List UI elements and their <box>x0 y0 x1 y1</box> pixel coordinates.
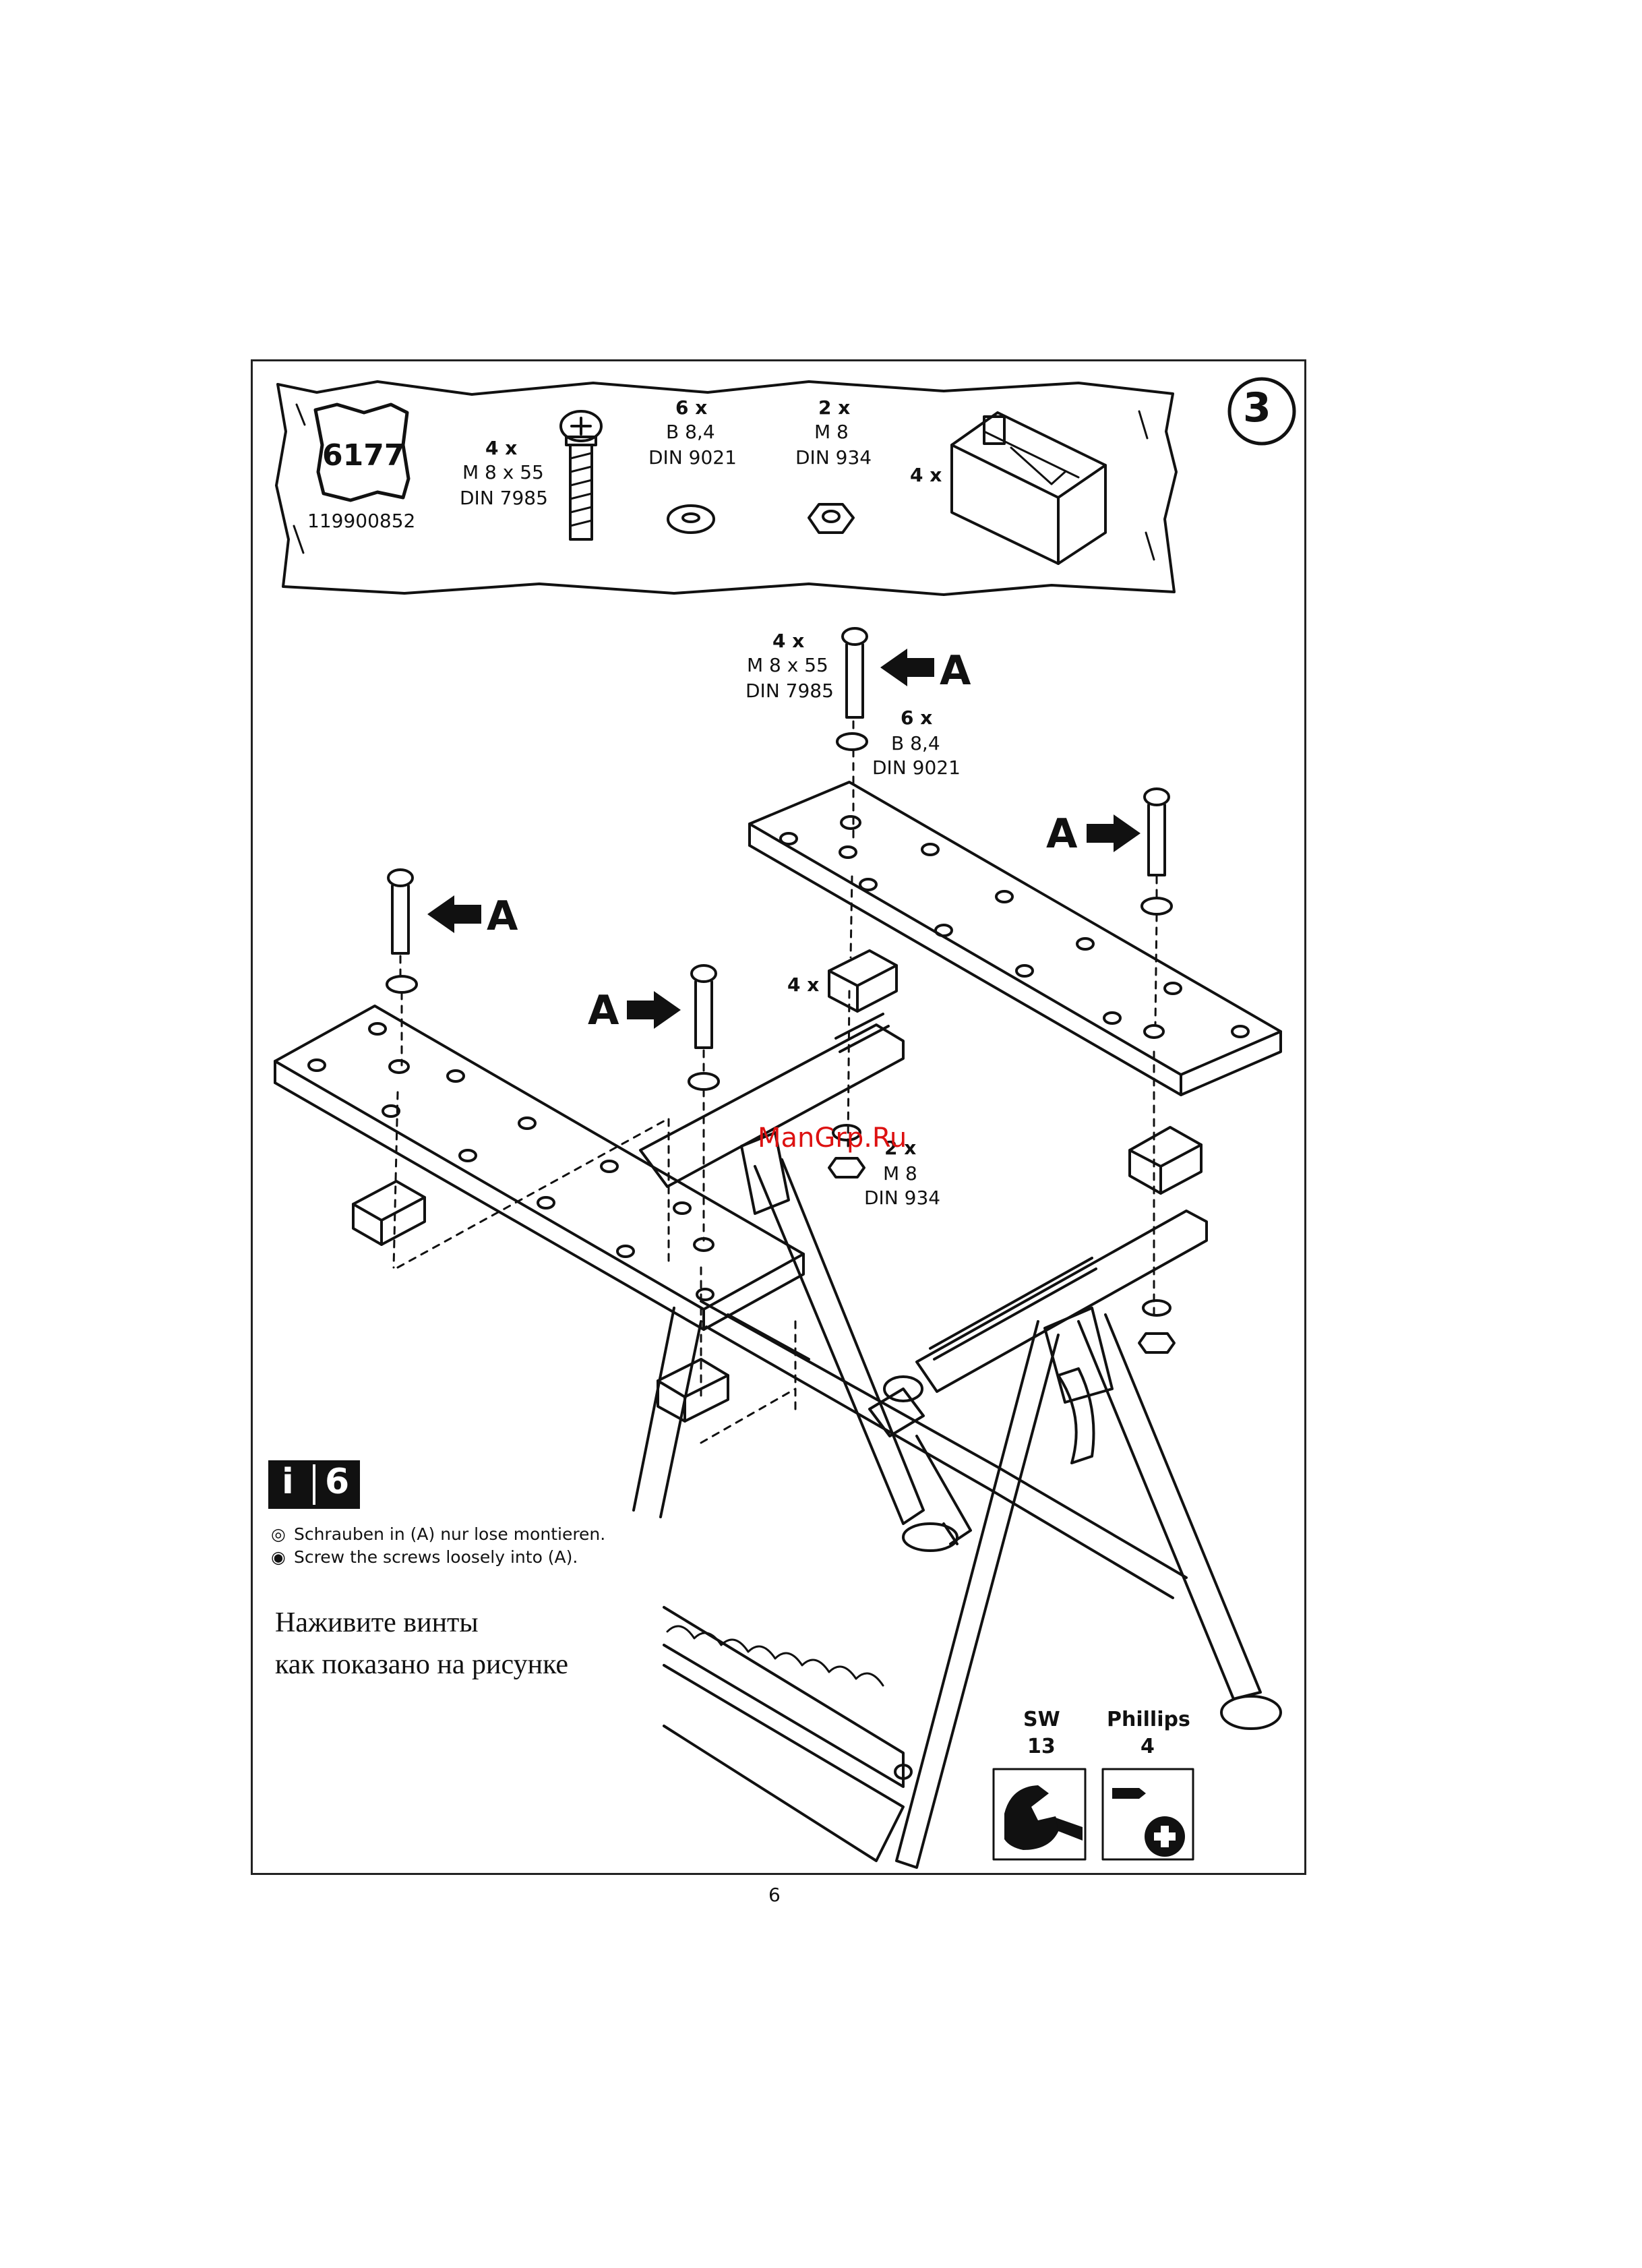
note-en: ◉ Screw the screws loosely into (A). <box>271 1548 578 1567</box>
bench-frame <box>634 1014 1281 1868</box>
top-plank-left <box>275 1006 803 1330</box>
nut-qty: 2 x <box>818 398 850 419</box>
screw-qty: 4 x <box>485 438 512 459</box>
washer-size: B 8,4 <box>666 422 715 443</box>
screw-drawing <box>561 411 601 539</box>
eye-icon: ◎ <box>271 1525 288 1544</box>
arrow-right-icon-1 <box>1087 814 1141 852</box>
diagram-washer-size: B 8,4 <box>891 734 940 754</box>
arrow-label-a-3: A <box>487 894 518 938</box>
screwdriver-label: Phillips <box>1107 1708 1190 1731</box>
screw-left <box>387 870 417 992</box>
arrow-left-icon-2 <box>427 895 481 933</box>
diagram-washer-std: DIN 9021 <box>872 758 961 779</box>
block-qty: 4 x <box>910 465 942 486</box>
screwdriver-size: 4 <box>1141 1735 1155 1758</box>
note-de: ◎ Schrauben in (A) nur lose montieren. <box>271 1525 605 1544</box>
part-bag-code: 119900852 <box>307 511 415 532</box>
bench-vise-detail <box>664 1607 911 1861</box>
arrow-left-icon-1 <box>880 649 934 686</box>
wrench-label: SW <box>1023 1708 1060 1731</box>
washer-std: DIN 9021 <box>648 448 737 469</box>
diagram-screw-qty: 4 x <box>772 631 804 652</box>
diagram-nut-std: DIN 934 <box>864 1188 940 1209</box>
info-badge-i: i <box>282 1463 294 1501</box>
block-small-center <box>829 951 896 1011</box>
diagram-nut-size: M 8 <box>883 1164 917 1185</box>
arrow-label-a-2: A <box>1046 812 1077 856</box>
diagram-screw-std: DIN 7985 <box>746 681 834 702</box>
part-bag-number: 6177 <box>322 440 404 472</box>
block-small-bottom <box>658 1359 728 1421</box>
block-small-right <box>1130 1127 1201 1193</box>
screw-std: DIN 7985 <box>460 488 548 509</box>
washer-drawing <box>668 506 714 533</box>
note-ru-line2: как показано на рисунке <box>275 1649 568 1680</box>
screw-callout-center <box>837 628 867 750</box>
diagram-block-qty: 4 x <box>787 975 819 996</box>
step-number: 3 <box>1243 386 1271 430</box>
block-drawing <box>952 413 1105 564</box>
top-plank-right <box>750 782 1281 1095</box>
eye-icon: ◉ <box>271 1548 288 1567</box>
note-ru-line1: Наживите винты <box>275 1607 479 1638</box>
wrench-icon <box>1004 1785 1060 1850</box>
nut-drawing <box>809 504 853 533</box>
block-small-left <box>353 1181 425 1245</box>
watermark-text: ManGrp.Ru <box>758 1123 907 1153</box>
info-badge-num: 6 <box>325 1463 349 1501</box>
nut-std: DIN 934 <box>795 448 872 469</box>
screwdriver-icon <box>1112 1788 1146 1799</box>
diagram-washer-qty: 6 x <box>901 708 932 729</box>
washer-qty: 6 x <box>675 398 707 419</box>
diagram-screw-size: M 8 x 55 <box>747 655 828 676</box>
page-number: 6 <box>768 1885 781 1906</box>
screw-size: M 8 x 55 <box>462 462 544 483</box>
arrow-label-a-1: A <box>940 649 971 693</box>
wrench-size: 13 <box>1027 1735 1056 1758</box>
arrow-right-icon-2 <box>627 991 681 1029</box>
arrow-label-a-4: A <box>588 988 619 1033</box>
nut-size: M 8 <box>814 422 849 443</box>
